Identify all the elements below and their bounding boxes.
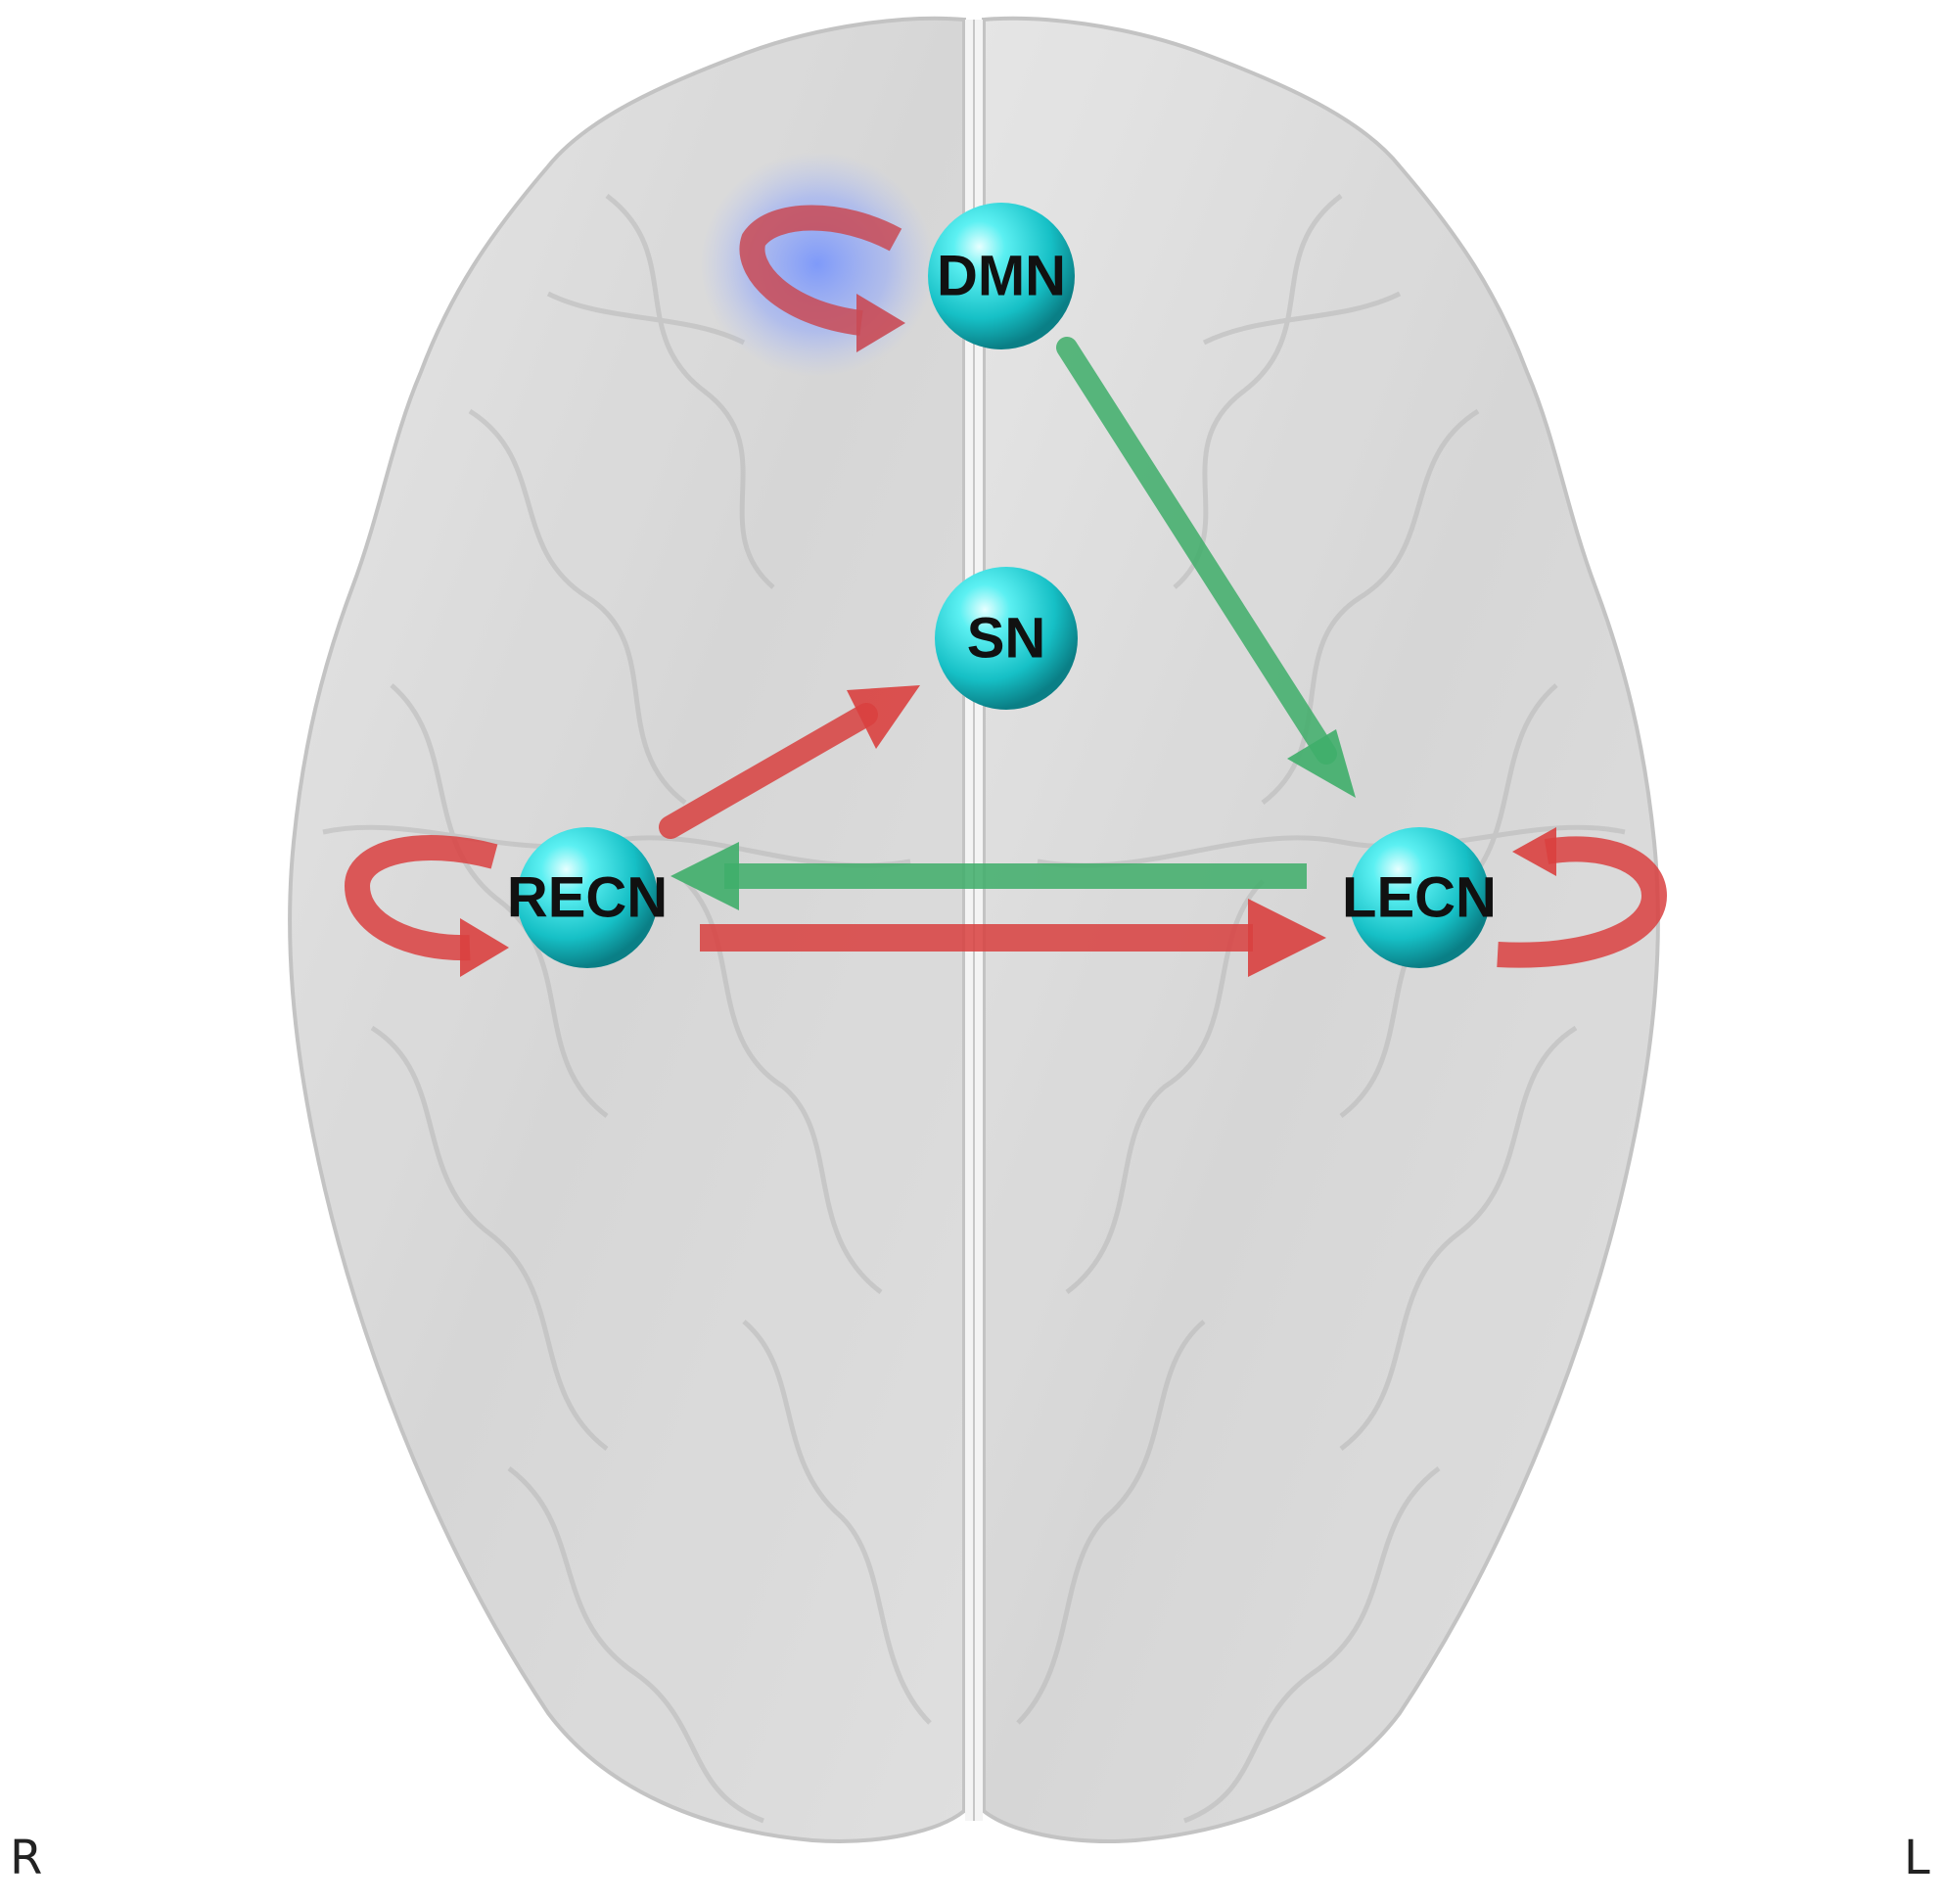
orientation-left-label: L [1904, 1831, 1930, 1885]
node-sn-label: SN [967, 607, 1046, 671]
self-loops [344, 205, 1668, 977]
edge-recn-to-lecn [700, 899, 1326, 977]
self-loop-dmn [739, 205, 905, 352]
edge-dmn-to-lecn [1056, 337, 1356, 798]
node-recn: RECN [507, 827, 668, 968]
dmn-highlight-glow [700, 152, 935, 377]
node-dmn-label: DMN [937, 245, 1066, 308]
self-loop-recn [344, 835, 509, 977]
self-loop-lecn [1497, 827, 1668, 968]
edge-recn-to-sn [659, 685, 920, 839]
edge-lecn-to-recn [670, 842, 1307, 910]
edges [659, 337, 1356, 977]
nodes: DMN SN RECN LECN [507, 203, 1497, 968]
node-recn-label: RECN [507, 866, 668, 930]
node-dmn: DMN [928, 203, 1075, 349]
node-lecn: LECN [1342, 827, 1497, 968]
node-sn: SN [935, 567, 1078, 710]
orientation-right-label: R [10, 1831, 43, 1885]
node-lecn-label: LECN [1342, 866, 1497, 930]
